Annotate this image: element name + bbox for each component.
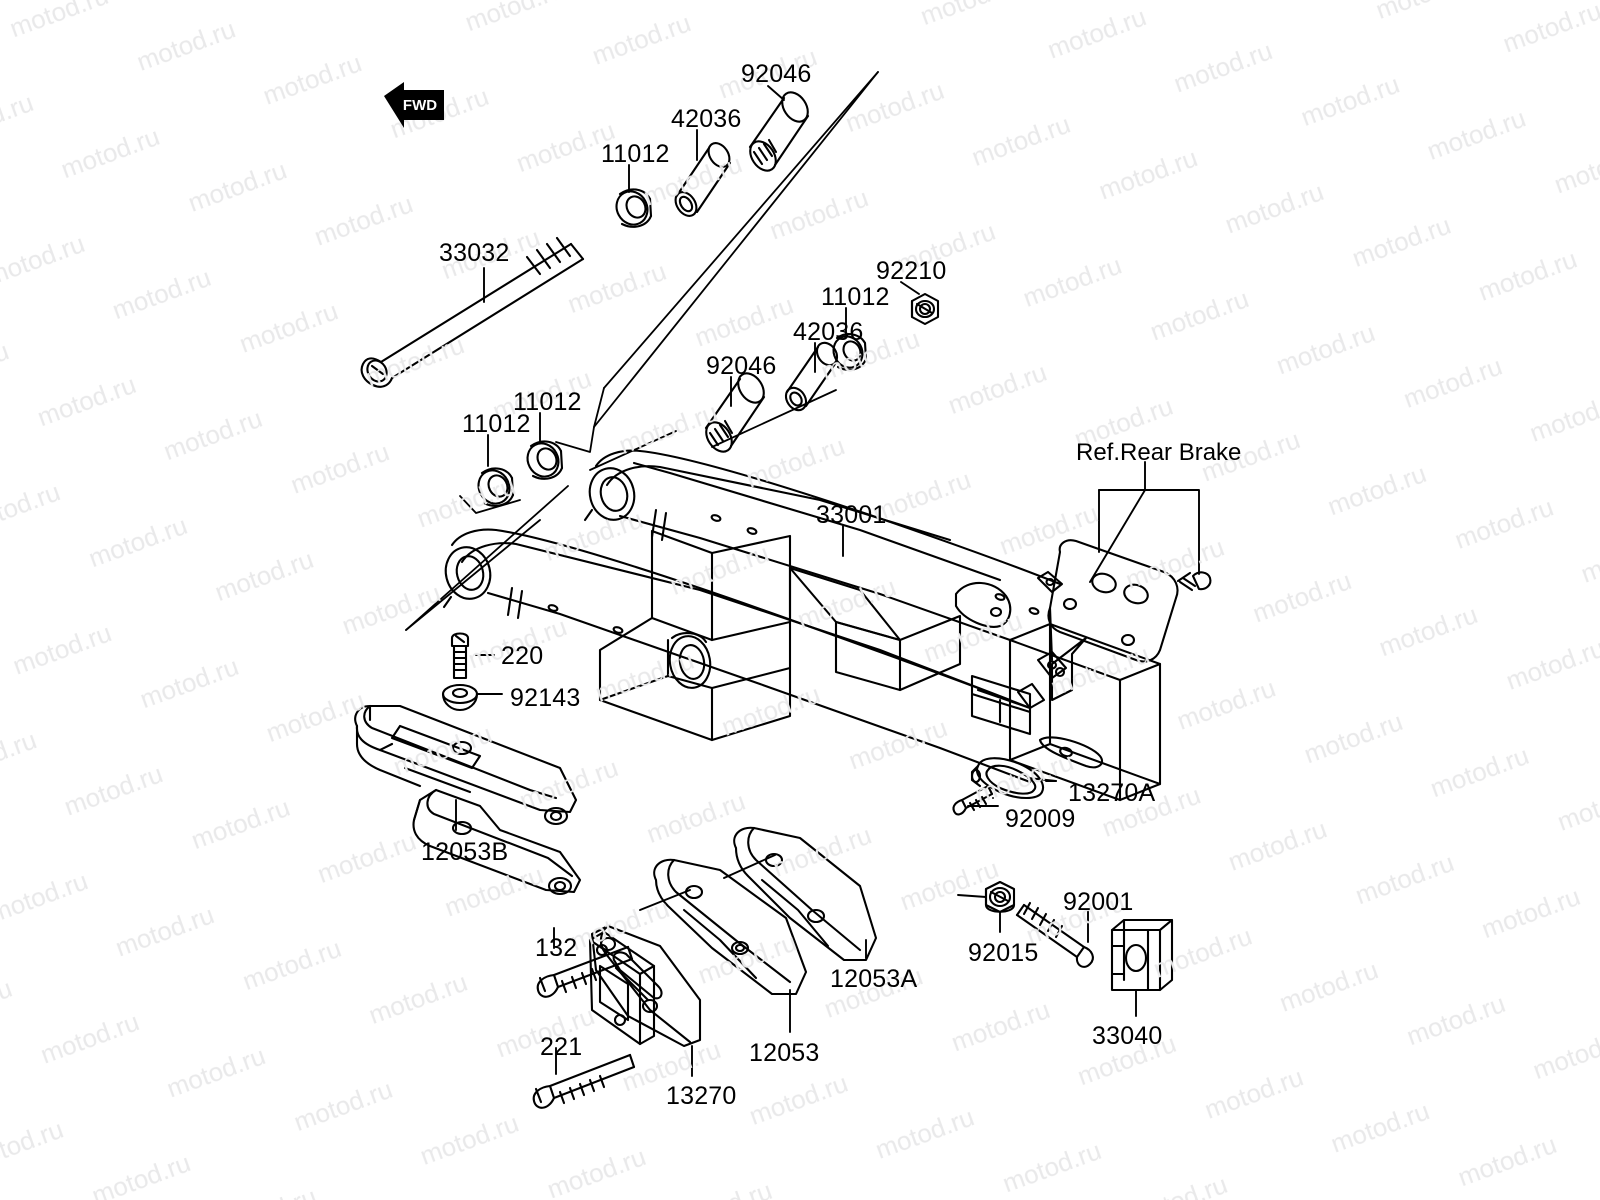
label-ref-rear-brake: Ref.Rear Brake (1076, 439, 1242, 466)
fwd-badge-label: FWD (403, 97, 437, 114)
label-92015: 92015 (968, 939, 1039, 967)
label-12053B: 12053B (421, 838, 509, 866)
label-92046-mid: 92046 (706, 352, 777, 380)
label-221: 221 (540, 1033, 583, 1061)
label-13270: 13270 (666, 1082, 737, 1110)
label-12053A: 12053A (830, 965, 918, 993)
label-92009: 92009 (1005, 805, 1076, 833)
label-42036-top: 42036 (671, 105, 742, 133)
label-92001: 92001 (1063, 888, 1134, 916)
label-92210: 92210 (876, 257, 947, 285)
fwd-direction-badge: FWD (382, 80, 446, 132)
label-12053: 12053 (749, 1039, 820, 1067)
label-33032: 33032 (439, 239, 510, 267)
label-11012-top: 11012 (601, 140, 670, 168)
label-132: 132 (535, 934, 578, 962)
label-92046-top: 92046 (741, 60, 812, 88)
label-220: 220 (501, 642, 544, 670)
label-92143: 92143 (510, 684, 581, 712)
label-11012-mid: 11012 (821, 283, 890, 311)
label-33001: 33001 (816, 501, 887, 529)
label-33040: 33040 (1092, 1022, 1163, 1050)
label-42036-mid: 42036 (793, 318, 864, 346)
label-13270A: 13270A (1068, 779, 1156, 807)
label-11012-left-a: 11012 (462, 410, 531, 438)
